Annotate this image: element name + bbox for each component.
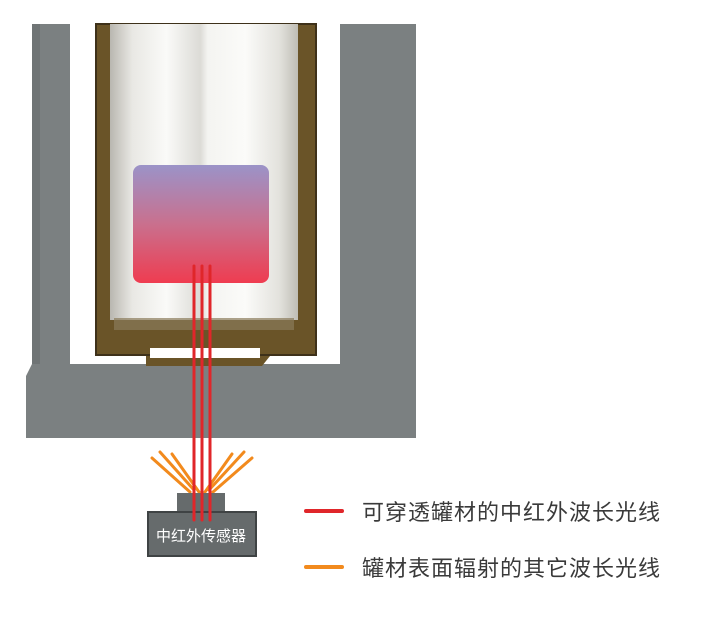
orange-ray bbox=[211, 456, 254, 494]
legend-text-mid-infrared: 可穿透罐材的中红外波长光线 bbox=[362, 501, 662, 526]
can-bottom-window bbox=[150, 348, 260, 358]
orange-ray bbox=[158, 450, 196, 492]
orange-ray bbox=[207, 450, 246, 492]
housing-right-wall bbox=[340, 24, 416, 364]
orange-ray bbox=[150, 456, 192, 494]
molten-sample bbox=[133, 165, 269, 283]
housing-base bbox=[26, 364, 416, 438]
legend-swatch-orange bbox=[304, 565, 344, 569]
sensor-label: 中红外传感器 bbox=[155, 527, 246, 545]
legend-swatch-red bbox=[304, 509, 344, 513]
mid-infrared-rays bbox=[192, 264, 212, 522]
housing-left-shade bbox=[32, 24, 40, 364]
legend-item-other-wavelengths: 罐材表面辐射的其它波长光线 bbox=[304, 551, 661, 583]
legend-text-other-wavelengths: 罐材表面辐射的其它波长光线 bbox=[362, 557, 662, 582]
furnace-housing bbox=[26, 24, 416, 438]
tube-bottom-ledge bbox=[114, 318, 294, 330]
legend-item-mid-infrared: 可穿透罐材的中红外波长光线 bbox=[304, 495, 661, 527]
